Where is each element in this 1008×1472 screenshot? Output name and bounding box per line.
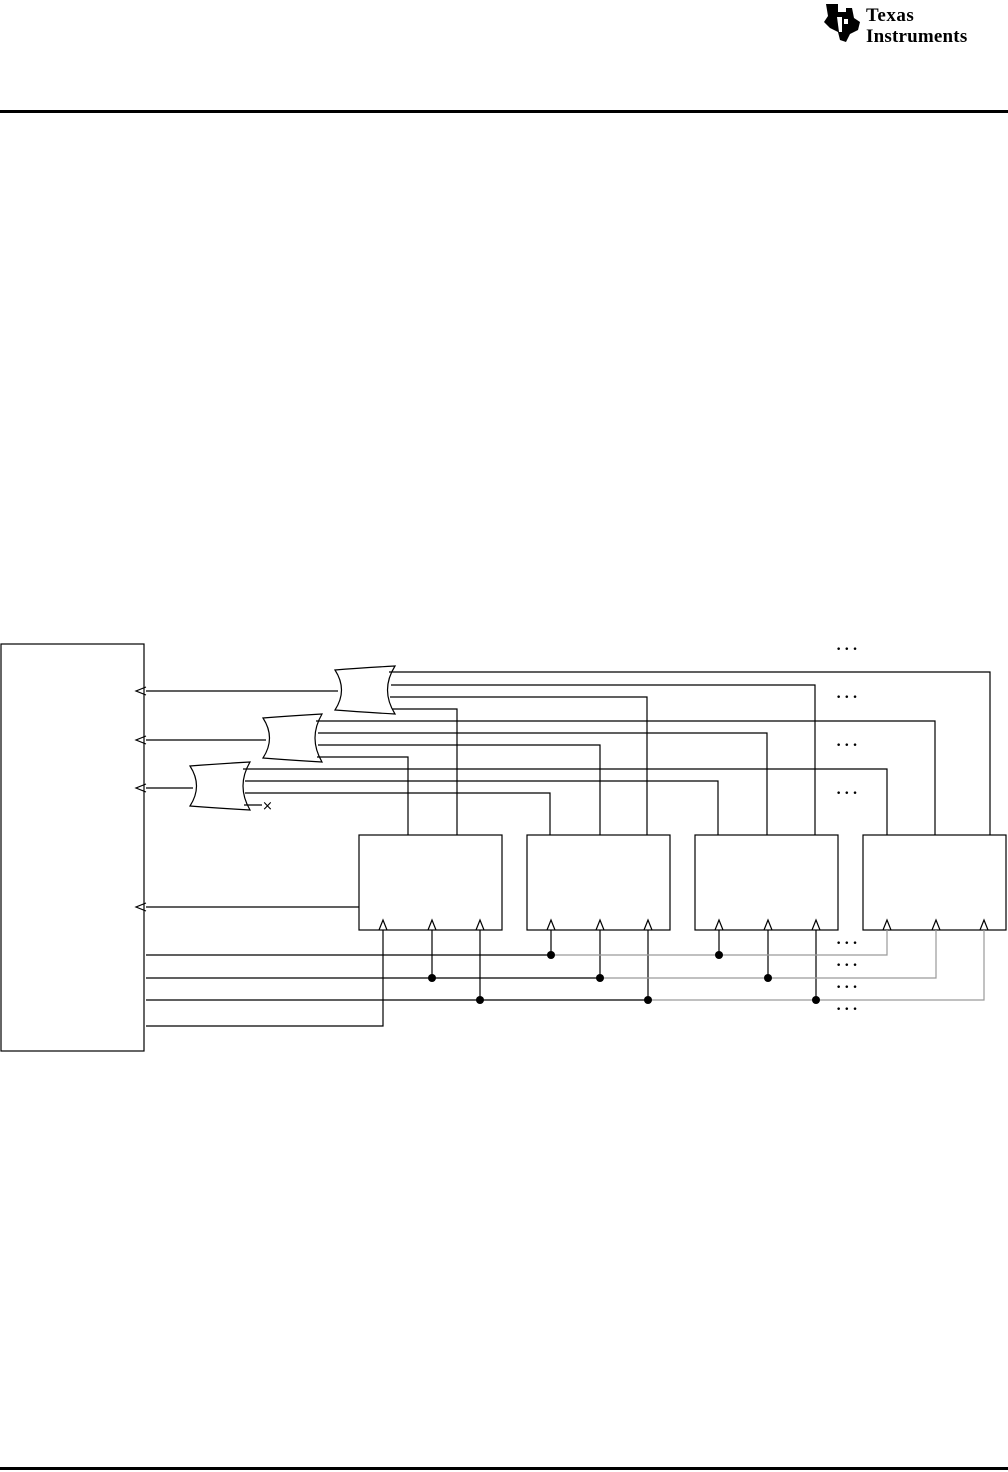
ti-wordmark: Texas Instruments — [866, 6, 967, 46]
header-rule — [0, 110, 1008, 113]
input-arrow-3 — [134, 783, 147, 793]
controller-block — [0, 643, 145, 1052]
peripheral-block-4 — [862, 834, 1007, 931]
ti-logo: Texas Instruments — [818, 2, 1008, 48]
peripheral-block-3 — [694, 834, 839, 931]
continuation-marker: • • • — [836, 1005, 858, 1015]
peripheral-block-2 — [526, 834, 671, 931]
logo-line-2: Instruments — [866, 26, 968, 47]
or-gate-2 — [261, 713, 324, 763]
footer-rule — [0, 1467, 1008, 1470]
input-arrow-2 — [134, 735, 147, 745]
continuation-marker: • • • — [836, 741, 858, 751]
input-arrow-1 — [134, 686, 147, 696]
continuation-marker: • • • — [836, 961, 858, 971]
continuation-marker: • • • — [836, 939, 858, 949]
logo-line-1: Texas — [866, 5, 915, 26]
or-gate-3 — [188, 761, 252, 811]
continuation-marker: • • • — [836, 789, 858, 799]
continuation-marker: • • • — [836, 693, 858, 703]
unconnected-marker: × — [262, 799, 273, 814]
continuation-marker: • • • — [836, 645, 858, 655]
ti-state-icon — [824, 4, 860, 42]
peripheral-block-1 — [358, 834, 503, 931]
interrupt-logic-diagram: × • • • • • • • • • • • • • • • • • • • … — [0, 643, 1007, 1052]
or-gate-1 — [333, 665, 397, 715]
input-arrow-4 — [134, 902, 147, 912]
continuation-marker: • • • — [836, 983, 858, 993]
